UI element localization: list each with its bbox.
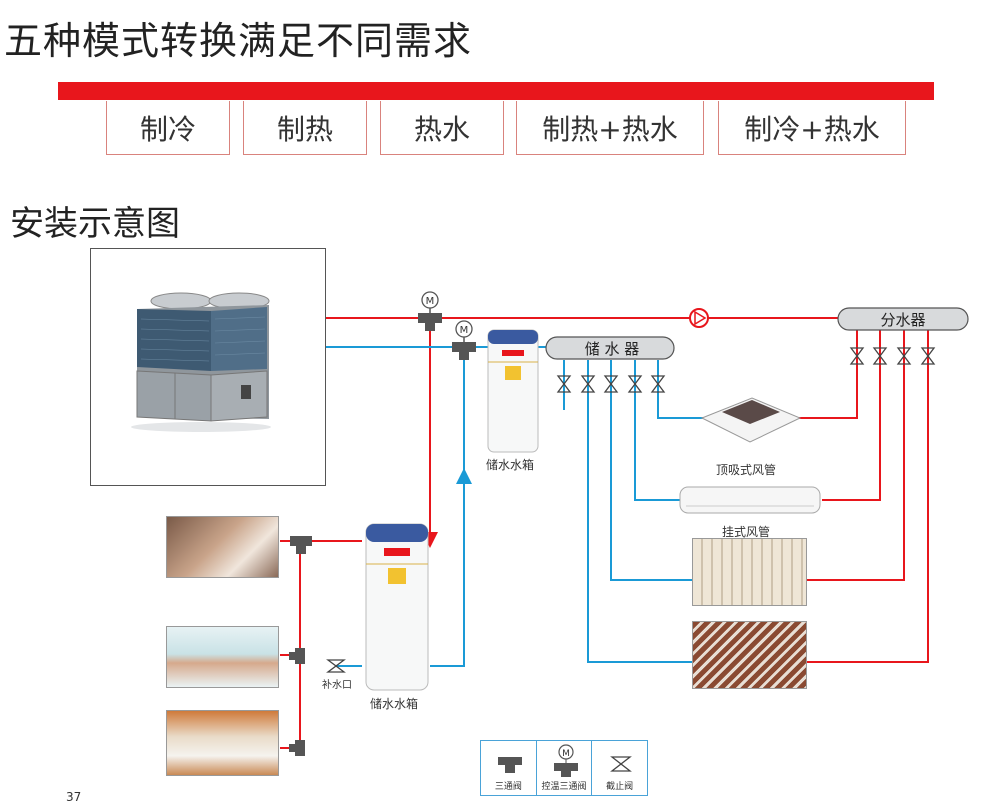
cassette-unit-label: 顶吸式风管 <box>716 463 777 477</box>
storage-tank-top <box>487 329 539 453</box>
stop-valve-icon <box>610 756 633 772</box>
mode-hot-water: 热水 <box>380 101 504 155</box>
title-red-bar <box>58 82 934 100</box>
distributor-manifold-label: 分水器 <box>880 311 925 329</box>
tee-fitting-icon <box>289 536 312 756</box>
distributor-manifold <box>837 307 969 331</box>
section-title: 安装示意图 <box>10 204 180 244</box>
legend: 三通阀 M 控温三通阀 截止阀 <box>480 740 648 796</box>
makeup-valve-icon <box>326 659 346 673</box>
page-number: 37 <box>66 790 82 804</box>
storage-tank-bottom-label: 储水水箱 <box>370 697 419 711</box>
wall-unit-label: 挂式风管 <box>722 525 771 539</box>
page-title: 五种模式转换满足不同需求 <box>4 19 473 63</box>
cassette-unit-icon <box>700 397 802 443</box>
wall-unit-icon <box>679 486 821 514</box>
radiator-photo <box>692 538 807 606</box>
mode-heating-hot-water: 制热+热水 <box>516 101 704 155</box>
stop-valve-icons-right <box>849 347 936 365</box>
storage-tank-top-label: 储水水箱 <box>486 458 535 472</box>
storage-manifold-label: 储 水 器 <box>585 340 640 358</box>
legend-item-thermostatic-tee-valve: M 控温三通阀 <box>537 741 593 795</box>
motorized-valve-icon <box>418 291 442 331</box>
makeup-inlet-label: 补水口 <box>322 680 352 691</box>
tee-valve-icon <box>498 757 522 773</box>
legend-item-stop-valve: 截止阀 <box>592 741 647 795</box>
stop-valve-icons-left <box>556 375 666 393</box>
legend-item-tee-valve: 三通阀 <box>481 741 537 795</box>
thermostatic-valve-icon: M <box>553 744 578 777</box>
washbasin-photo <box>166 710 279 776</box>
svg-text:M: M <box>562 749 570 759</box>
mode-cooling: 制冷 <box>106 101 230 155</box>
motor-symbol-text: M <box>426 296 435 307</box>
motorized-valve-icon <box>452 320 476 360</box>
mode-cooling-hot-water: 制冷+热水 <box>718 101 906 155</box>
floor-heating-photo <box>692 621 807 689</box>
shower-photo <box>166 516 279 578</box>
storage-manifold <box>545 336 675 360</box>
storage-tank-bottom <box>365 523 429 691</box>
motor-symbol-text: M <box>460 325 469 336</box>
mode-heating: 制热 <box>243 101 367 155</box>
hot-pipes <box>280 317 929 749</box>
heat-pump-unit <box>90 248 326 486</box>
bathtub-photo <box>166 626 279 688</box>
heat-pump-icon <box>131 292 271 432</box>
